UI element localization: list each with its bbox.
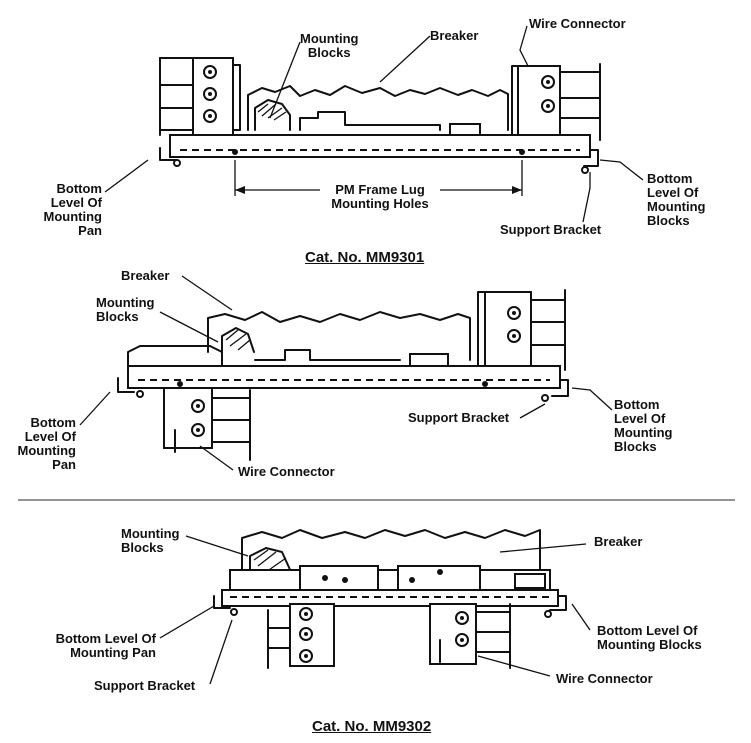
leader-lines-1 (104, 25, 644, 223)
breaker-body-2 (207, 311, 471, 361)
label-bottom-level-blocks-1: Bottom Level Of Mounting Blocks (647, 171, 706, 228)
label-bottom-level-pan-3: Bottom Level Of Mounting Pan (55, 631, 156, 660)
mounting-pan-2 (117, 365, 569, 402)
label-mounting-blocks-3: Mounting Blocks (121, 526, 180, 555)
mounting-pan-3 (213, 589, 567, 618)
lower-wire-connector-3b (429, 603, 511, 669)
label-bottom-level-pan-1: Bottom Level Of Mounting Pan (43, 181, 102, 238)
leader-lines-3 (159, 535, 591, 685)
mounting-block-left (254, 99, 291, 131)
label-support-bracket-2: Support Bracket (408, 410, 510, 425)
lower-wire-connector-3a (267, 603, 335, 669)
label-mounting-blocks-2: Mounting Blocks (96, 295, 155, 324)
diagram-mm9301 (104, 25, 644, 223)
label-bottom-level-blocks-3: Bottom Level Of Mounting Blocks (597, 623, 702, 652)
right-wire-connector-upper (477, 289, 566, 371)
label-wire-connector-3: Wire Connector (556, 671, 653, 686)
leader-lines-2 (79, 275, 613, 471)
label-bottom-level-pan-2: Bottom Level Of Mounting Pan (17, 415, 76, 472)
mounting-pan (159, 134, 599, 174)
mounting-block-2 (221, 327, 255, 353)
right-wire-connector-block (511, 63, 601, 143)
label-breaker-3: Breaker (594, 534, 643, 549)
label-wire-connector-2: Wire Connector (238, 464, 335, 479)
breaker-body-3 (241, 529, 541, 573)
caption-mm9301: Cat. No. MM9301 (305, 249, 425, 266)
left-bus-bars (159, 57, 196, 136)
caption-mm9302: Cat. No. MM9302 (312, 718, 432, 735)
label-bottom-level-blocks-2: Bottom Level Of Mounting Blocks (614, 397, 673, 454)
breaker-body (247, 85, 509, 131)
diagram-mm9302 (159, 529, 591, 685)
label-pm-frame-lug: PM Frame Lug Mounting Holes (331, 182, 429, 211)
left-wire-connector-block (192, 57, 241, 139)
lower-wire-connector-2 (163, 387, 251, 461)
label-wire-connector-1: Wire Connector (529, 16, 626, 31)
label-mounting-blocks-1: Mounting Blocks (300, 31, 359, 60)
label-support-bracket-3: Support Bracket (94, 678, 196, 693)
mounting-block-3 (249, 547, 293, 575)
label-support-bracket-1: Support Bracket (500, 222, 602, 237)
label-breaker-2: Breaker (121, 268, 170, 283)
diagram-middle (79, 275, 613, 471)
label-breaker-1: Breaker (430, 28, 479, 43)
